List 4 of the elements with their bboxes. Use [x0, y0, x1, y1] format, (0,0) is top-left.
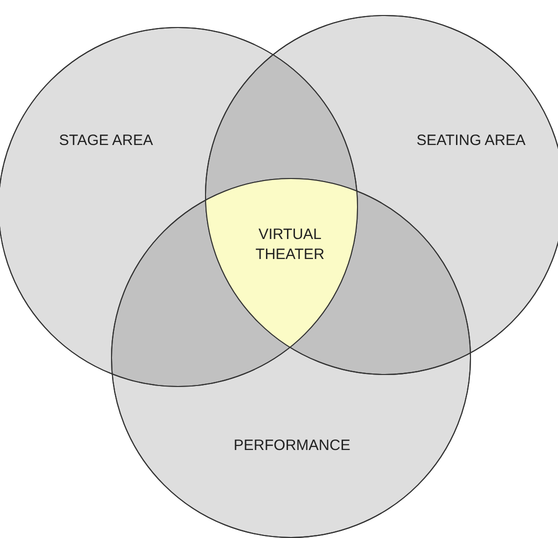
- region-label: SEATING AREA: [416, 131, 526, 151]
- region-label: STAGE AREA: [58, 131, 154, 151]
- region-label: VIRTUAL THEATER: [254, 225, 326, 265]
- region-label: PERFORMANCE: [232, 436, 352, 456]
